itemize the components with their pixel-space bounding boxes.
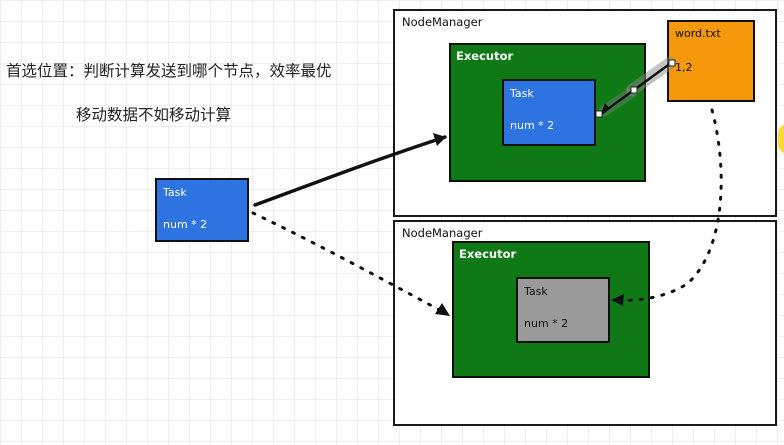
caption-preferred-location: 首选位置：判断计算发送到哪个节点，效率最优 — [6, 62, 332, 80]
node-manager-title: NodeManager — [402, 226, 483, 240]
task-expression: num * 2 — [163, 218, 208, 231]
task-title: Task — [163, 186, 187, 199]
task-expression: num * 2 — [510, 119, 555, 132]
task-title: Task — [510, 87, 534, 100]
task-expression: num * 2 — [524, 317, 569, 330]
data-file-word-txt: word.txt 1,2 — [667, 20, 755, 102]
data-file-name: word.txt — [675, 27, 721, 40]
executor-title: Executor — [456, 49, 514, 63]
caption-move-compute: 移动数据不如移动计算 — [76, 106, 232, 124]
task-executor-top: Task num * 2 — [502, 79, 596, 146]
task-title: Task — [524, 285, 548, 298]
cursor-highlight — [778, 124, 784, 154]
node-manager-title: NodeManager — [402, 15, 483, 29]
data-file-content: 1,2 — [675, 61, 693, 74]
task-executor-bottom: Task num * 2 — [516, 277, 610, 343]
task-source: Task num * 2 — [155, 178, 249, 242]
executor-title: Executor — [459, 247, 517, 261]
